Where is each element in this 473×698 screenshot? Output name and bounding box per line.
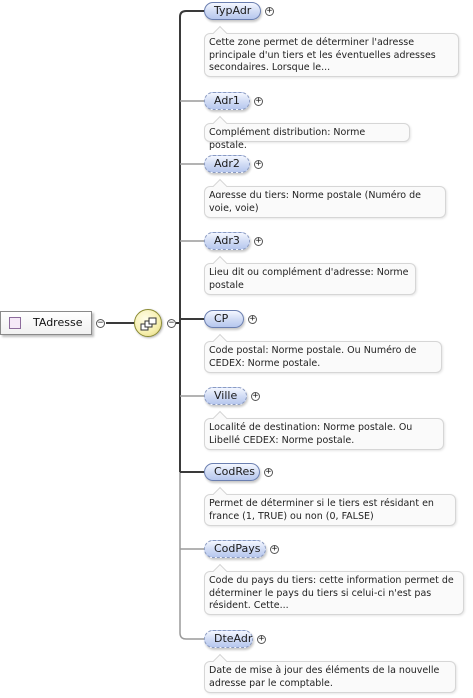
element-ville[interactable]: Ville bbox=[204, 387, 247, 405]
element-codpays[interactable]: CodPays bbox=[204, 540, 266, 558]
expand-toggle[interactable]: + bbox=[251, 391, 260, 401]
sequence-compositor[interactable] bbox=[134, 309, 162, 337]
documentation-note: Lieu dit ou complément d'adresse: Norme … bbox=[204, 263, 416, 295]
documentation-note: Code postal: Norme postale. Ou Numéro de… bbox=[204, 341, 442, 373]
element-adr2[interactable]: Adr2 bbox=[204, 155, 250, 173]
sequence-compositor-icon bbox=[140, 317, 157, 331]
documentation-note: Localité de destination: Norme postale. … bbox=[204, 418, 444, 450]
documentation-note: Permet de déterminer si le tiers est rés… bbox=[204, 494, 456, 526]
sequence-bus-mandatory bbox=[179, 10, 187, 472]
expand-toggle[interactable]: + bbox=[254, 96, 263, 106]
documentation-note: Code du pays du tiers: cette information… bbox=[204, 571, 464, 615]
documentation-note: Complément distribution: Norme postale. bbox=[204, 123, 410, 151]
expand-toggle[interactable]: + bbox=[254, 159, 263, 169]
element-typadr[interactable]: TypAdr bbox=[204, 2, 261, 20]
root-type-label: TAdresse bbox=[33, 316, 83, 329]
element-dteadr[interactable]: DteAdr bbox=[204, 630, 253, 648]
expand-toggle[interactable]: + bbox=[257, 634, 266, 644]
expand-toggle[interactable]: + bbox=[270, 544, 279, 554]
complex-type-icon bbox=[9, 317, 21, 329]
expand-toggle[interactable]: + bbox=[264, 467, 273, 477]
element-codres[interactable]: CodRes bbox=[204, 463, 260, 481]
expand-toggle[interactable]: + bbox=[254, 236, 263, 246]
expand-toggle[interactable]: + bbox=[248, 314, 257, 324]
documentation-note: Date de mise à jour des éléments de la n… bbox=[204, 661, 456, 693]
expand-toggle[interactable]: + bbox=[265, 6, 274, 16]
element-adr3[interactable]: Adr3 bbox=[204, 232, 250, 250]
root-complex-type[interactable]: TAdresse bbox=[0, 311, 92, 335]
element-adr1[interactable]: Adr1 bbox=[204, 92, 250, 110]
collapse-compositor-toggle[interactable]: − bbox=[167, 318, 176, 328]
branch-line bbox=[179, 632, 204, 640]
documentation-note: Cette zone permet de déterminer l'adress… bbox=[204, 33, 459, 77]
documentation-note: Adresse du tiers: Norme postale (Numéro … bbox=[204, 186, 446, 218]
collapse-root-toggle[interactable]: − bbox=[96, 318, 105, 328]
element-cp[interactable]: CP bbox=[204, 310, 244, 328]
